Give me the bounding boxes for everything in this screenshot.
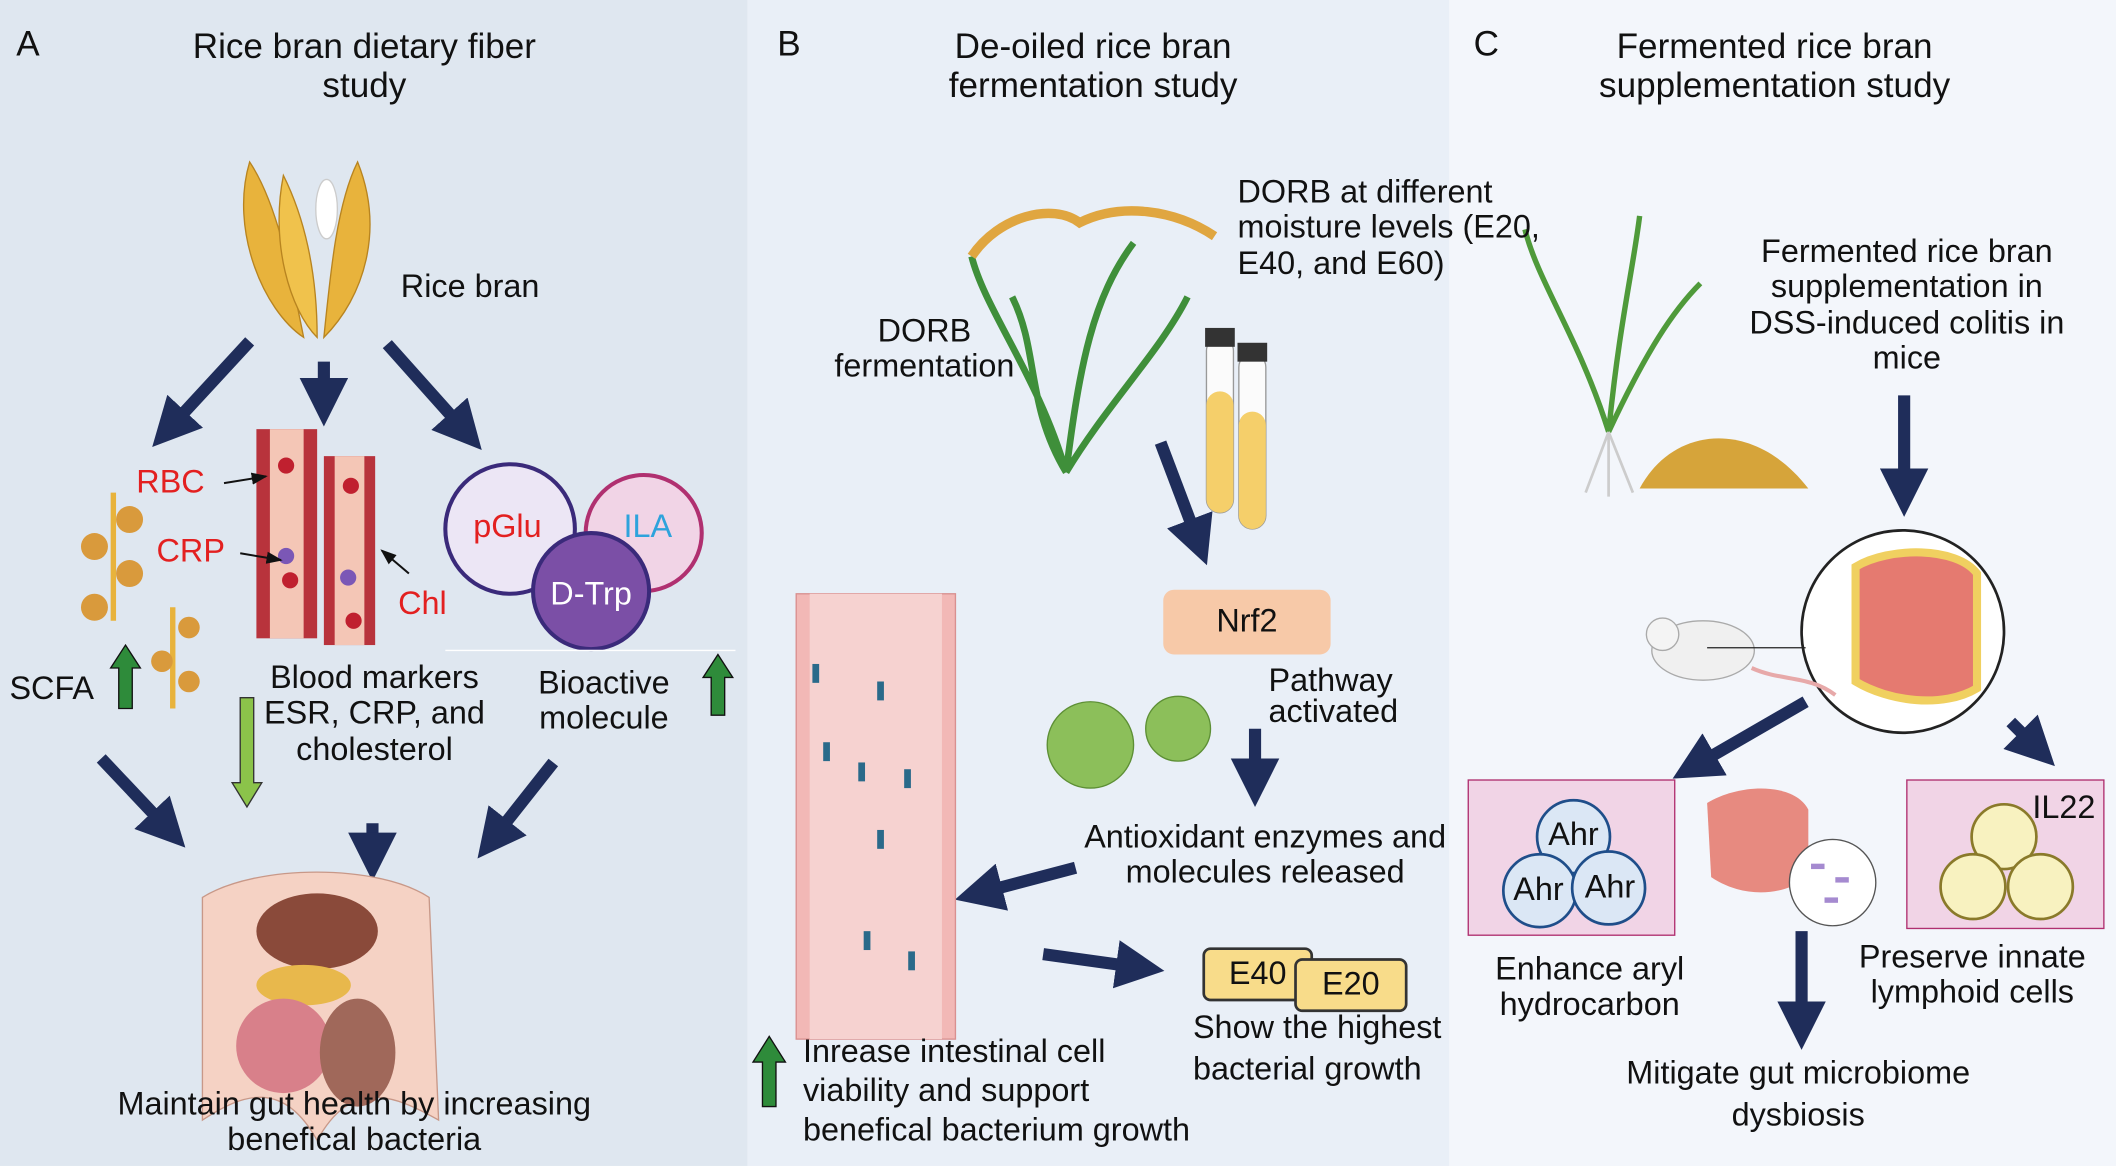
- rice-plant-straw-icon: [1522, 215, 1809, 497]
- crp-label: CRP: [156, 533, 225, 570]
- dorb-fermentation-label: DORB fermentation: [834, 313, 1015, 386]
- enhance-label: Enhance aryl hydrocarbon: [1495, 951, 1685, 1024]
- pathway-label: Pathway activated: [1268, 662, 1399, 730]
- dtrp-label: D-Trp: [550, 576, 632, 613]
- intestine-wall-icon: [795, 593, 957, 1040]
- chl-label: Chl: [398, 585, 447, 623]
- panel-a-title: Rice bran dietary fiber study: [192, 25, 536, 105]
- panel-letter-c: C: [1473, 22, 1499, 64]
- antioxidant-label: Antioxidant enzymes and molecules releas…: [1084, 819, 1447, 892]
- abdomen-organs-icon: [201, 871, 440, 1142]
- ahr-label-3: Ahr: [1584, 869, 1636, 906]
- pglu-label: pGlu: [473, 508, 542, 546]
- rice-plant-icon: [967, 206, 1218, 475]
- outcome-label: Maintain gut health by increasing benefi…: [117, 1086, 591, 1159]
- up-arrow-icon: [109, 643, 787, 1108]
- dorb-moisture-label: DORB at different moisture levels (E20, …: [1237, 174, 1540, 282]
- blood-markers-label: Blood markers ESR, CRP, and cholesterol: [264, 659, 485, 768]
- arrows-c: [1672, 395, 2055, 1050]
- arrows-a: [96, 337, 559, 882]
- ahr-label-1: Ahr: [1548, 816, 1599, 853]
- down-arrow-icon: [230, 697, 264, 809]
- rice-bran-label: Rice bran: [400, 268, 540, 305]
- mitigate-label: Mitigate gut microbiome dysbiosis: [1626, 1055, 1971, 1134]
- panel-b-title: De-oiled rice bran fermentation study: [948, 25, 1238, 105]
- panel-letter-a: A: [16, 22, 40, 64]
- ahr-label-2: Ahr: [1513, 871, 1564, 909]
- ahr-cells-icon: [1501, 798, 1647, 929]
- rice-grain-icon: [242, 160, 371, 340]
- scfa-molecule-icon: [80, 492, 200, 709]
- nrf2-box: Nrf2: [1163, 589, 1331, 655]
- test-tubes-icon: [1205, 327, 1268, 530]
- bioactive-label: Bioactive molecule: [538, 665, 670, 738]
- intestinal-label: Inrease intestinal cell viability and su…: [802, 1033, 1191, 1148]
- panel-c: [1449, 0, 2116, 1166]
- panel-c-title: Fermented rice bran supplementation stud…: [1599, 25, 1951, 105]
- ila-label: ILA: [623, 508, 673, 546]
- e20-badge: E20: [1294, 958, 1408, 1013]
- mouse-icon: [1645, 617, 1837, 697]
- highest-growth-label: Show the highest bacterial growth: [1192, 1009, 1442, 1088]
- preserve-label: Preserve innate lymphoid cells: [1858, 939, 2086, 1012]
- lymphoid-cells-icon: [1939, 802, 2075, 921]
- gut-microbiome-icon: [1707, 788, 1877, 927]
- panel-letter-b: B: [777, 22, 801, 64]
- arrows-b: [954, 440, 1280, 989]
- supplementation-label: Fermented rice bran supplementation in D…: [1749, 233, 2065, 377]
- il22-label: IL22: [2032, 789, 2096, 826]
- rbc-label: RBC: [136, 464, 205, 501]
- bioactive-molecules-icon: [443, 462, 704, 652]
- blood-vessel-icon: [256, 429, 376, 646]
- antioxidant-spheres-icon: [1046, 695, 1212, 789]
- colon-magnified-icon: [1800, 529, 2006, 735]
- scfa-label: SCFA: [9, 670, 95, 708]
